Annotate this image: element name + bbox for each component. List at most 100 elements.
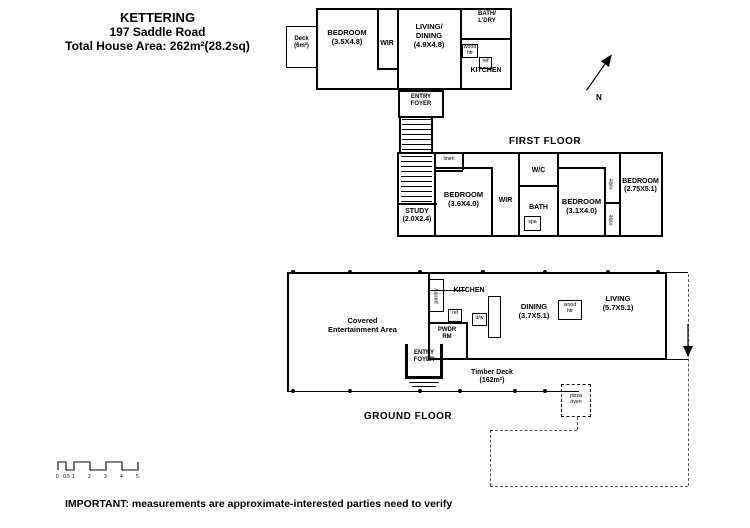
- deck-post-dot: [543, 389, 547, 393]
- deck-post-dot: [291, 270, 295, 274]
- wall: [428, 322, 468, 324]
- wall: [460, 8, 462, 90]
- closet-label-linen: linen: [443, 156, 455, 162]
- room-label-living-dining: LIVING/ DINING (4.9X4.8): [413, 22, 445, 49]
- room-label-entry-foyer: ENTRY FOYER: [410, 94, 432, 108]
- fixture-label-wood-heater: wood htr: [463, 44, 477, 56]
- boundary-dashed-line: [577, 417, 578, 430]
- property-title: KETTERING: [119, 10, 196, 25]
- scale-tick: 1: [72, 474, 75, 480]
- wall: [558, 167, 606, 169]
- stairs-down-arrow-icon: [683, 324, 693, 357]
- boundary-dashed-line: [490, 486, 688, 487]
- dishwasher-box: [472, 313, 487, 326]
- room-label-study: STUDY (2.0X2.4): [402, 208, 432, 224]
- property-address: 197 Saddle Road: [109, 25, 206, 39]
- room-label-covered-area: Covered Entertainment Area: [328, 316, 397, 334]
- room-label-bedroom-3: BEDROOM (2.75X5.1): [622, 178, 659, 194]
- wall: [397, 203, 437, 205]
- wall: [405, 344, 408, 378]
- room-label-living: LIVING (5.7X5.1): [602, 294, 634, 312]
- wall: [405, 376, 443, 379]
- deck-post-dot: [606, 270, 610, 274]
- scale-tick: 5: [136, 474, 139, 480]
- deck-post-dot: [348, 270, 352, 274]
- boundary-dashed-line: [490, 430, 577, 431]
- room-label-wir: WIR: [498, 197, 513, 204]
- scale-tick: 0: [56, 474, 59, 480]
- deck-post-dot: [291, 389, 295, 393]
- wood-heater-box: [558, 300, 582, 320]
- boundary-dashed-line: [490, 430, 491, 486]
- deck-post-dot: [481, 270, 485, 274]
- deck-post-dot: [418, 270, 422, 274]
- deck-post-dot: [458, 389, 462, 393]
- kitchen-counter: [428, 290, 466, 291]
- pantry-box: [429, 279, 444, 312]
- fixture-label-pizza-oven: pizza oven: [569, 393, 583, 405]
- first-floor-outline: [397, 152, 663, 237]
- wall: [435, 167, 492, 169]
- room-label-bedroom-1: BEDROOM (3.6X4.0): [443, 190, 484, 208]
- stairs: [401, 156, 432, 206]
- room-label-kitchen: KITCHEN: [453, 287, 485, 294]
- scale-tick: 3: [104, 474, 107, 480]
- wall: [397, 8, 399, 90]
- fixture-label-wood-heater: wood htr: [563, 302, 577, 314]
- deck-post-dot: [543, 270, 547, 274]
- wall: [462, 152, 464, 170]
- deck-edge: [667, 359, 688, 361]
- kitchen-island: [488, 296, 501, 338]
- wall: [491, 167, 493, 237]
- wall: [434, 152, 436, 237]
- wall: [435, 170, 463, 172]
- deck-edge: [287, 391, 579, 393]
- boundary-dashed-line: [688, 274, 689, 486]
- ground-outline: [428, 272, 667, 360]
- wall: [377, 68, 399, 70]
- north-label: N: [596, 93, 602, 102]
- wall: [440, 344, 443, 378]
- room-label-bath: BATH: [529, 204, 548, 211]
- room-label-dining: DINING (3.7X5.1): [518, 302, 550, 320]
- room-label-deck: Deck (6m²): [294, 36, 309, 50]
- wall: [619, 152, 621, 237]
- step-line: [409, 382, 439, 383]
- disclaimer-text: IMPORTANT: measurements are approximate-…: [65, 498, 453, 510]
- step-line: [412, 386, 436, 387]
- wall: [287, 272, 289, 392]
- fridge-box: [448, 309, 462, 322]
- wall: [460, 38, 512, 40]
- upper-outline: [316, 8, 512, 90]
- room-label-powder-room: PWDR RM: [437, 327, 457, 341]
- deck-post-dot: [513, 389, 517, 393]
- wall: [466, 322, 468, 360]
- first-floor-title: FIRST FLOOR: [508, 136, 582, 147]
- entry-foyer-outline: [398, 90, 444, 118]
- wood-heater-box: [462, 44, 478, 58]
- fixture-label-dishwasher: d/w: [475, 315, 484, 321]
- scale-tick: 2: [88, 474, 91, 480]
- stairs: [402, 119, 431, 152]
- room-label-wir: WIR: [380, 40, 394, 47]
- scale-tick: 4: [120, 474, 123, 480]
- wall: [431, 116, 433, 154]
- wall: [287, 272, 430, 274]
- fridge-box: [479, 57, 492, 69]
- pizza-oven-box: [561, 384, 591, 417]
- room-label-bedroom-2: BEDROOM (3.1X4.0): [561, 197, 602, 215]
- wall: [399, 116, 401, 154]
- wall: [518, 152, 520, 237]
- scale-bar: 0 0.5 1 2 3 4 5: [56, 461, 139, 480]
- north-arrow-icon: N: [586, 54, 612, 102]
- deck-outline: [286, 26, 317, 68]
- deck-post-dot: [418, 389, 422, 393]
- ground-floor-title: GROUND FLOOR: [363, 411, 453, 422]
- scale-tick: 0.5: [63, 474, 70, 480]
- room-label-entry-foyer: ENTRY FOYER: [413, 350, 435, 364]
- wall: [518, 185, 558, 187]
- room-label-kitchen: KITCHEN: [470, 67, 502, 74]
- deck-post-dot: [348, 389, 352, 393]
- deck-edge: [667, 272, 688, 274]
